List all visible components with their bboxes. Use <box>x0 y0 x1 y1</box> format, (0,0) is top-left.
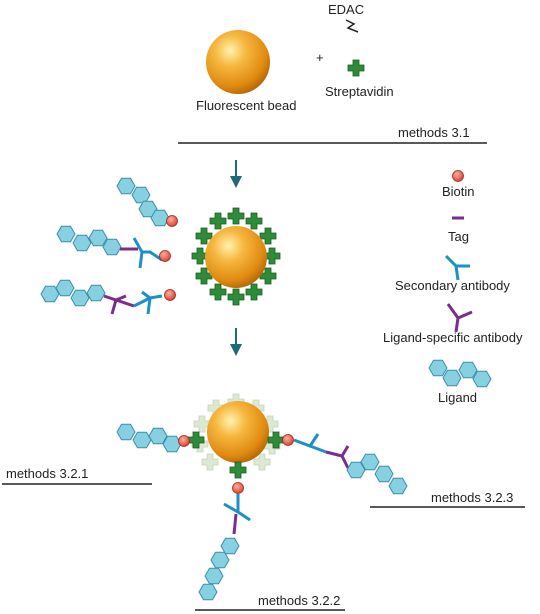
methods-3-2-3-label: methods 3.2.3 <box>431 490 513 505</box>
streptavidin-icon <box>347 59 365 77</box>
edac-bolt-icon <box>345 19 359 33</box>
down-arrow-icon <box>230 160 242 188</box>
fluorescent-bead <box>206 30 270 94</box>
legend: Biotin Tag Secondary antibody Ligand-spe… <box>383 170 523 405</box>
ligand-icon <box>428 359 492 388</box>
bead-complex <box>187 393 285 479</box>
bound-ligand-specific-complex <box>282 433 408 495</box>
tagged-ligand-secondary-conjugate <box>56 225 171 269</box>
methods-3-2-2-label: methods 3.2.2 <box>258 593 340 608</box>
legend-tag: Tag <box>448 229 469 244</box>
ligand-specific-secondary-conjugate <box>40 279 176 315</box>
bound-tagged-ligand-complex <box>198 482 251 601</box>
ligand-specific-antibody-icon <box>446 303 473 333</box>
legend-ligand-specific: Ligand-specific antibody <box>383 330 523 345</box>
streptavidin-label: Streptavidin <box>325 84 394 99</box>
methods-3-1-label: methods 3.1 <box>398 125 470 140</box>
ligand-biotin-conjugate <box>116 177 178 227</box>
secondary-antibody-icon <box>444 254 470 281</box>
bound-ligand-biotin <box>116 423 190 453</box>
legend-biotin: Biotin <box>442 184 475 199</box>
streptavidin-coated-bead <box>191 207 281 306</box>
legend-ligand: Ligand <box>438 390 477 405</box>
edac-label: EDAC <box>328 2 364 17</box>
down-arrow-icon <box>230 328 242 356</box>
biotin-icon <box>452 170 464 182</box>
bead-label: Fluorescent bead <box>196 98 296 113</box>
plus-sign: + <box>316 50 324 65</box>
legend-secondary: Secondary antibody <box>395 278 510 293</box>
methods-3-2-1-label: methods 3.2.1 <box>6 466 88 481</box>
